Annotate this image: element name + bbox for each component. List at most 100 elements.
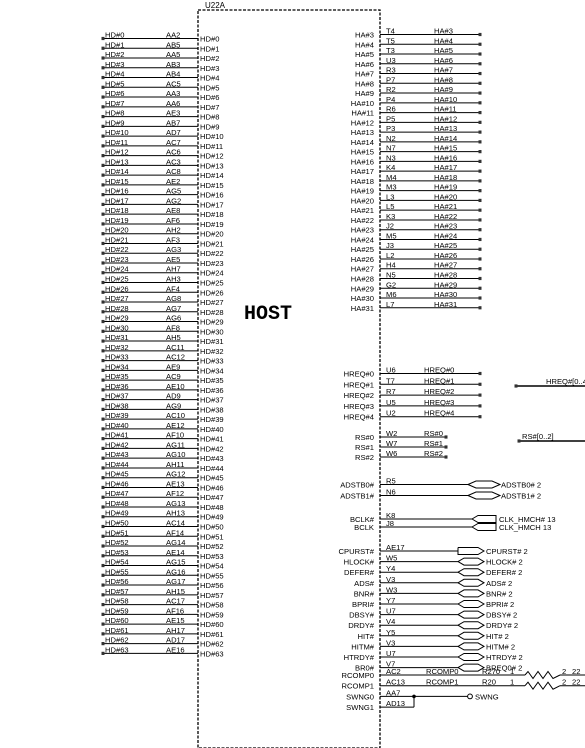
hd-net-label: HD#19	[105, 216, 129, 225]
ha-ball-label: K3	[386, 212, 395, 221]
bidir-arrow-icon	[467, 491, 502, 500]
ctrl-net-label: ADS# 2	[486, 579, 512, 588]
bidir-arrow-icon	[457, 557, 485, 566]
rs-ball-label: W7	[386, 439, 397, 448]
hd-ball-label: AE13	[166, 479, 185, 488]
hreq-pin-end	[478, 404, 482, 408]
hd-pin-end	[101, 85, 105, 89]
hreq-ball-label: U6	[386, 366, 396, 375]
hd-net-label: HD#27	[105, 294, 129, 303]
ha-pin-end	[478, 130, 482, 134]
ha-pin-name: HA#11	[351, 109, 374, 118]
hd-net-label: HD#55	[105, 567, 129, 576]
ha-pin-end	[478, 71, 482, 76]
hd-pin-name: HD#9	[200, 122, 219, 131]
hd-pin-name: HD#18	[200, 210, 224, 219]
adstb-pin-name: ADSTB0#	[340, 481, 375, 490]
ha-net-label: HA#30	[434, 290, 457, 299]
hd-ball-label: AF4	[166, 284, 180, 293]
hd-pin-end	[101, 632, 105, 636]
hd-net-label: HD#63	[105, 645, 129, 654]
hreq-net-label: HREQ#2	[424, 387, 454, 396]
hd-net-label: HD#2	[105, 50, 124, 59]
hreq-bus-label: HREQ#[0..4]	[546, 377, 585, 386]
ha-ball-label: H4	[386, 261, 396, 270]
hd-ball-label: AG7	[166, 304, 181, 313]
hd-ball-label: AF12	[166, 489, 184, 498]
hd-pin-name: HD#31	[200, 337, 224, 346]
ha-pin-end	[478, 296, 482, 300]
hd-pin-end	[101, 183, 105, 187]
hd-pin-end	[101, 329, 105, 333]
hd-pin-end	[101, 251, 105, 255]
ctrl-ball-label: Y4	[386, 564, 395, 573]
hd-net-label: HD#0	[105, 31, 124, 40]
hd-pin-name: HD#37	[200, 396, 224, 405]
ha-ball-label: L5	[386, 202, 394, 211]
hd-ball-label: AH13	[166, 509, 185, 518]
hd-net-label: HD#40	[105, 421, 129, 430]
hd-pin-end	[101, 144, 105, 148]
junction-dot	[412, 694, 416, 699]
hd-pin-name: HD#20	[200, 230, 224, 239]
hd-pin-end	[101, 271, 105, 275]
hd-pin-end	[101, 300, 105, 304]
hd-net-label: HD#25	[105, 275, 129, 284]
hd-pin-name: HD#47	[200, 493, 224, 502]
hd-net-label: HD#59	[105, 606, 129, 615]
resistor-far-value: 22	[572, 678, 580, 687]
bottom-pin-name: RCOMP1	[342, 682, 375, 691]
ha-ball-label: N2	[386, 134, 396, 143]
hd-pin-end	[101, 651, 105, 655]
hd-net-label: HD#53	[105, 548, 129, 557]
hd-pin-name: HD#19	[200, 220, 224, 229]
hreq-ball-label: T7	[386, 376, 395, 385]
bidir-arrow-icon	[457, 578, 485, 587]
ha-net-label: HA#31	[434, 300, 457, 309]
ha-pin-name: HA#5	[355, 50, 374, 59]
ha-net-label: HA#5	[434, 46, 453, 55]
hd-pin-end	[101, 75, 105, 80]
hd-net-label: HD#31	[105, 333, 129, 342]
hd-net-label: HD#35	[105, 372, 129, 381]
ctrl-pin-name: BNR#	[354, 589, 375, 598]
hd-pin-end	[101, 485, 105, 490]
hd-net-label: HD#14	[105, 167, 129, 176]
hd-pin-end	[101, 388, 105, 392]
hd-net-label: HD#18	[105, 206, 129, 215]
ha-pin-name: HA#9	[355, 89, 374, 98]
ctrl-ball-label: V3	[386, 638, 395, 647]
hd-pin-end	[101, 437, 105, 441]
ha-net-label: HA#13	[434, 124, 457, 133]
hd-pin-name: HD#2	[200, 54, 219, 63]
ha-net-label: HA#29	[434, 280, 457, 289]
ctrl-net-label: DEFER# 2	[486, 568, 522, 577]
ha-ball-label: J3	[386, 241, 394, 250]
hd-ball-label: AD17	[166, 636, 185, 645]
ha-pin-end	[478, 208, 482, 212]
ha-pin-name: HA#8	[355, 79, 374, 88]
ha-pin-name: HA#4	[355, 40, 374, 49]
hd-pin-name: HD#22	[200, 249, 224, 258]
bottom-ball-label: AA7	[386, 688, 400, 697]
ha-pin-name: HA#25	[351, 245, 374, 254]
bidir-arrow-icon	[467, 480, 502, 489]
ctrl-ball-label: W5	[386, 554, 397, 563]
hd-pin-name: HD#63	[200, 649, 224, 658]
hd-ball-label: AG15	[166, 558, 185, 567]
hd-pin-name: HD#60	[200, 620, 224, 629]
hd-pin-end	[101, 358, 105, 363]
ha-net-label: HA#19	[434, 183, 457, 192]
hd-ball-label: AC10	[166, 411, 185, 420]
ctrl-pin-name: HTRDY#	[344, 653, 375, 662]
hd-pin-end	[101, 417, 105, 421]
ha-pin-name: HA#3	[355, 31, 374, 40]
ctrl-ball-label: U7	[386, 607, 396, 616]
hd-net-label: HD#46	[105, 479, 129, 488]
hd-pin-name: HD#45	[200, 474, 224, 483]
hd-ball-label: AG17	[166, 577, 185, 586]
hd-net-label: HD#38	[105, 401, 129, 410]
ctrl-net-label: DRDY# 2	[486, 621, 518, 630]
hreq-net-label: HREQ#1	[424, 376, 454, 385]
